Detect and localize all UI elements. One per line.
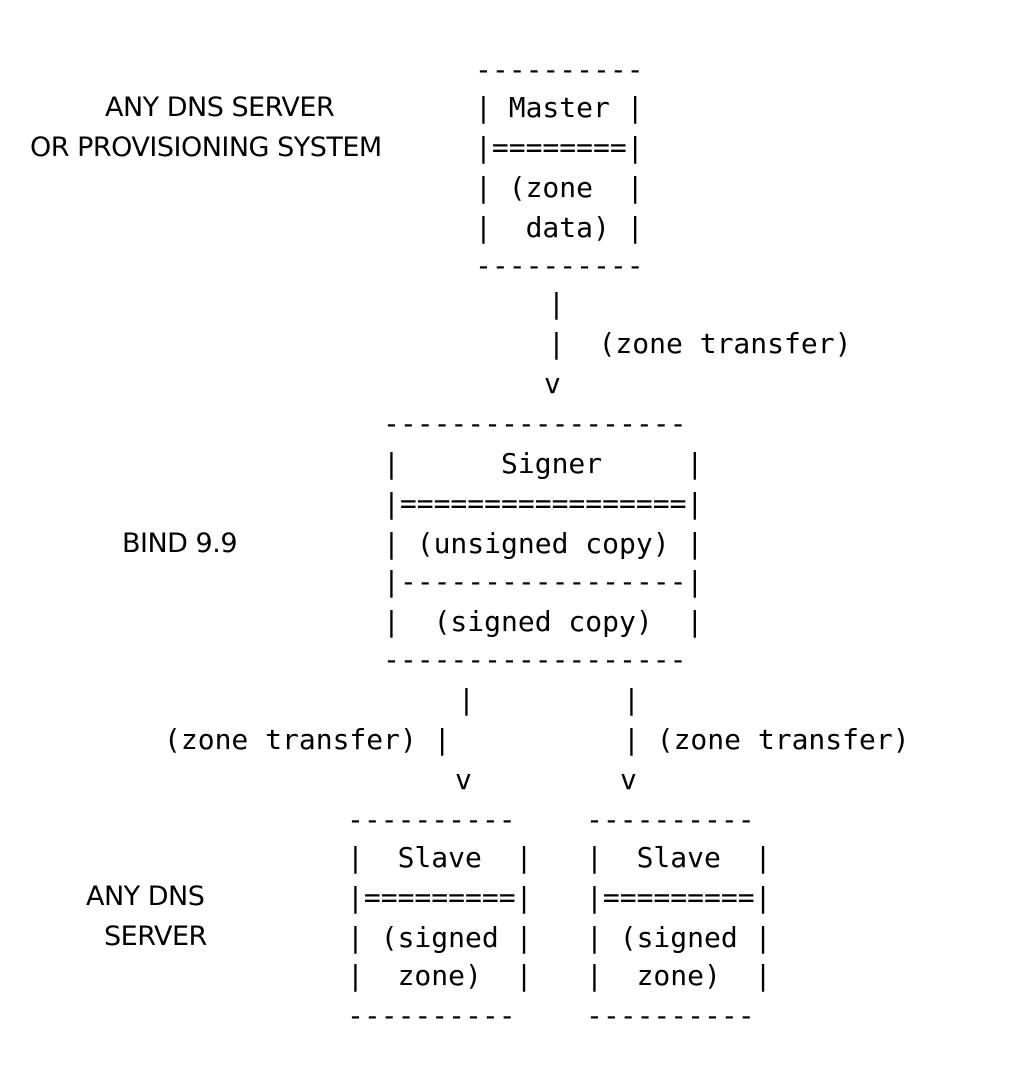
label-any-dns-server: ANY DNS SERVER xyxy=(105,92,335,123)
arrow-right-stem: | xyxy=(623,683,640,716)
slave-right-bottom: ---------- xyxy=(586,999,755,1032)
signer-divider: |-----------------| xyxy=(383,565,704,598)
slave-right-top: ---------- xyxy=(586,803,755,836)
label-or-provisioning-system: OR PROVISIONING SYSTEM xyxy=(30,132,382,163)
slave-left-bottom: ---------- xyxy=(347,999,516,1032)
master-title: | Master | xyxy=(475,91,644,124)
label-any-dns: ANY DNS xyxy=(86,881,205,912)
slave-left-content-line1: | (signed | xyxy=(347,921,533,954)
arrow-stem-label: | (zone transfer) xyxy=(548,327,852,360)
arrow-head-down: v xyxy=(544,367,561,400)
slave-right-content-line1: | (signed | xyxy=(586,921,772,954)
signer-title: | Signer | xyxy=(383,447,704,480)
arrow-stem-1: | xyxy=(548,287,565,320)
arrow-left-label: (zone transfer) | xyxy=(164,723,451,756)
signer-unsigned-copy: | (unsigned copy) | xyxy=(383,527,704,560)
signer-box-top: ------------------ xyxy=(383,407,687,440)
label-server: SERVER xyxy=(104,921,207,952)
slave-right-title: | Slave | xyxy=(586,841,772,874)
arrow-left-head: v xyxy=(455,763,472,796)
slave-left-title: | Slave | xyxy=(347,841,533,874)
master-content-line2: | data) | xyxy=(475,211,644,244)
master-content-line1: | (zone | xyxy=(475,171,644,204)
arrow-right-head: v xyxy=(620,763,637,796)
slave-left-top: ---------- xyxy=(347,803,516,836)
arrow-left-stem: | xyxy=(458,683,475,716)
slave-left-content-line2: | zone) | xyxy=(347,959,533,992)
slave-left-separator: |=========| xyxy=(347,881,533,914)
slave-right-separator: |=========| xyxy=(586,881,772,914)
signer-signed-copy: | (signed copy) | xyxy=(383,605,704,638)
label-bind-9-9: BIND 9.9 xyxy=(122,528,238,559)
slave-right-content-line2: | zone) | xyxy=(586,959,772,992)
master-box-bottom: ---------- xyxy=(475,249,644,282)
signer-separator: |=================| xyxy=(383,487,704,520)
master-separator: |========| xyxy=(475,131,644,164)
arrow-right-label: | (zone transfer) xyxy=(623,723,910,756)
master-box-top: ---------- xyxy=(475,53,644,86)
signer-box-bottom: ------------------ xyxy=(383,643,687,676)
